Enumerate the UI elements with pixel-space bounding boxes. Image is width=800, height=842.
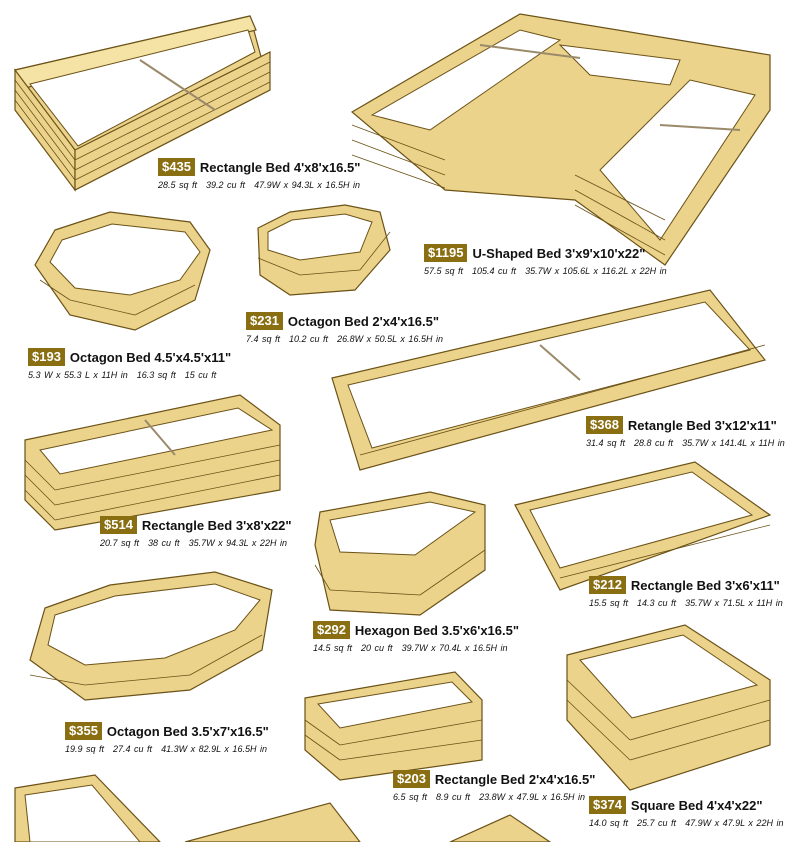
product-name: Rectangle Bed 3'x6'x11": [630, 577, 780, 593]
spec-dimensions: 5.3 W x 55.3 L x 11H in: [28, 370, 128, 380]
rectangle-bed-2x4-image: [304, 671, 483, 781]
price-badge: $514: [100, 516, 137, 534]
price-badge: $203: [393, 770, 430, 788]
product-name: Retangle Bed 3'x12'x11": [627, 417, 777, 433]
spec-dimensions: 39.7W x 70.4L x 16.5H in: [401, 643, 508, 653]
u-shaped-bed-image: [350, 13, 771, 266]
spec-dimensions: 26.8W x 50.5L x 16.5H in: [337, 334, 443, 344]
spec-area: 14.0 sq ft: [589, 818, 629, 828]
spec-dimensions: 41.3W x 82.9L x 16.5H in: [161, 744, 267, 754]
product-name: Octagon Bed 4.5'x4.5'x11": [69, 349, 232, 365]
price-badge: $231: [246, 312, 283, 330]
price-badge: $292: [313, 621, 350, 639]
spec-area: 57.5 sq ft: [424, 266, 464, 276]
spec-volume: 8.9 cu ft: [436, 792, 471, 802]
price-badge: $355: [65, 722, 102, 740]
spec-dimensions: 35.7W x 105.6L x 116.2L x 22H in: [525, 266, 667, 276]
square-bed-image: [566, 624, 771, 791]
product-name: Rectangle Bed 3'x8'x22": [141, 517, 292, 533]
spec-dimensions: 35.7W x 94.3L x 22H in: [188, 538, 287, 548]
spec-volume: 28.8 cu ft: [634, 438, 674, 448]
spec-area: 15.5 sq ft: [589, 598, 629, 608]
rectangle-bed-3x12-image: [331, 289, 767, 471]
spec-dimensions: 35.7W x 141.4L x 11H in: [682, 438, 785, 448]
spec-volume: 27.4 cu ft: [113, 744, 153, 754]
rectangle-bed-4x8-image: [14, 15, 271, 192]
octagon-bed-2x4-image: [257, 204, 391, 296]
octagon-bed-3x7-image: [29, 571, 273, 701]
spec-volume: 38 cu ft: [148, 538, 180, 548]
hexagon-bed-image: [314, 491, 486, 616]
spec-dimensions: 23.8W x 47.9L x 16.5H in: [479, 792, 585, 802]
price-badge: $193: [28, 348, 65, 366]
spec-area: 16.3 sq ft: [136, 370, 176, 380]
price-badge: $1195: [424, 244, 468, 262]
rectangle-bed-3x6-image: [514, 461, 772, 591]
product-name: Octagon Bed 2'x4'x16.5": [287, 313, 439, 329]
price-badge: $435: [158, 158, 195, 176]
spec-volume: 105.4 cu ft: [472, 266, 517, 276]
product-name: Octagon Bed 3.5'x7'x16.5": [106, 723, 269, 739]
price-badge: $368: [586, 416, 623, 434]
price-badge: $212: [589, 576, 626, 594]
spec-area: 28.5 sq ft: [158, 180, 198, 190]
spec-area: 31.4 sq ft: [586, 438, 626, 448]
spec-volume: 39.2 cu ft: [206, 180, 246, 190]
spec-volume: 14.3 cu ft: [637, 598, 677, 608]
spec-area: 20.7 sq ft: [100, 538, 140, 548]
spec-volume: 20 cu ft: [361, 643, 393, 653]
spec-dimensions: 47.9W x 94.3L x 16.5H in: [254, 180, 360, 190]
product-name: U-Shaped Bed 3'x9'x10'x22": [472, 245, 646, 261]
product-name: Rectangle Bed 4'x8'x16.5": [199, 159, 361, 175]
spec-area: 7.4 sq ft: [246, 334, 281, 344]
price-badge: $374: [589, 796, 626, 814]
product-name: Rectangle Bed 2'x4'x16.5": [434, 771, 596, 787]
spec-dimensions: 47.9W x 47.9L x 22H in: [685, 818, 784, 828]
spec-area: 19.9 sq ft: [65, 744, 105, 754]
spec-volume: 25.7 cu ft: [637, 818, 677, 828]
rectangle-bed-3x8-image: [24, 394, 281, 531]
spec-area: 6.5 sq ft: [393, 792, 428, 802]
product-name: Hexagon Bed 3.5'x6'x16.5": [354, 622, 520, 638]
spec-dimensions: 35.7W x 71.5L x 11H in: [685, 598, 783, 608]
product-name: Square Bed 4'x4'x22": [630, 797, 763, 813]
spec-volume: 10.2 cu ft: [289, 334, 329, 344]
spec-volume: 15 cu ft: [184, 370, 217, 380]
spec-area: 14.5 sq ft: [313, 643, 353, 653]
octagon-bed-4x4-image: [34, 211, 211, 331]
partial-bed-images: [14, 774, 552, 842]
